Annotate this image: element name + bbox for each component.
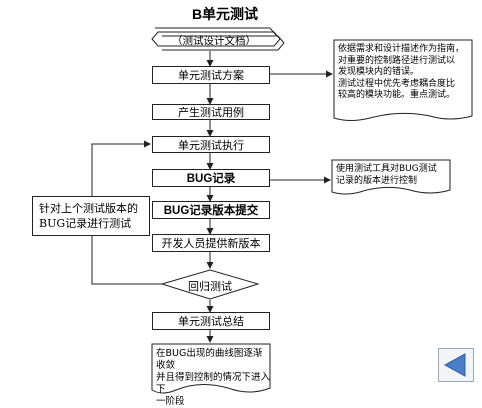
summary-box: 单元测试总结 bbox=[152, 312, 270, 330]
back-arrow-icon[interactable] bbox=[438, 348, 474, 382]
bug-note: 使用测试工具对BUG测试 记录的版本进行控制 bbox=[336, 164, 448, 187]
final-line: 在BUG出现的曲线图逐渐收敛 bbox=[156, 348, 263, 371]
execute-box: 单元测试执行 bbox=[152, 136, 270, 153]
plan-box: 单元测试方案 bbox=[152, 66, 270, 84]
bug-note-line: 记录的版本进行控制 bbox=[336, 175, 418, 186]
side-note-line: BUG记录进行测试 bbox=[39, 217, 132, 230]
doc-input-label: （测试设计文档） bbox=[172, 35, 256, 47]
doc-input-text: 测试设计文档 bbox=[182, 35, 246, 47]
plan-note-line: 依据需求和设计描述作为指南， bbox=[338, 44, 465, 54]
plan-note-line: 对重要的控制路径进行测试以 bbox=[338, 55, 456, 66]
plan-note-line: 较高的模块功能。重点测试。 bbox=[338, 90, 456, 100]
bug-note-shape bbox=[331, 159, 451, 195]
bug-submit-box: BUG记录版本提交 bbox=[152, 201, 270, 219]
plan-note: 依据需求和设计描述作为指南， 对重要的控制路径进行测试以 发现模块内的错误。 测… bbox=[338, 44, 470, 102]
regression-diamond bbox=[160, 269, 260, 300]
plan-note-shape bbox=[333, 39, 473, 121]
regression-label: 回归测试 bbox=[188, 280, 232, 293]
side-note: 针对上个测试版本的 BUG记录进行测试 bbox=[32, 196, 150, 236]
gen-cases-box: 产生测试用例 bbox=[152, 104, 270, 120]
final-doc-shape bbox=[151, 343, 271, 394]
plan-note-line: 测试过程中优先考虑耦合度比 bbox=[338, 78, 456, 89]
bug-record-box: BUG记录 bbox=[152, 169, 270, 187]
page-title: B单元测试 bbox=[191, 6, 259, 22]
final-line: 一阶段 bbox=[156, 396, 185, 407]
final-note: 在BUG出现的曲线图逐渐收敛 并且得到控制的情况下进入下 一阶段 bbox=[156, 348, 270, 408]
side-note-line: 针对上个测试版本的 bbox=[39, 202, 138, 215]
final-line: 并且得到控制的情况下进入下 bbox=[156, 372, 271, 395]
new-version-box: 开发人员提供新版本 bbox=[152, 234, 270, 252]
bug-note-line: 使用测试工具对BUG测试 bbox=[336, 164, 437, 174]
plan-note-line: 发现模块内的错误。 bbox=[338, 67, 420, 77]
